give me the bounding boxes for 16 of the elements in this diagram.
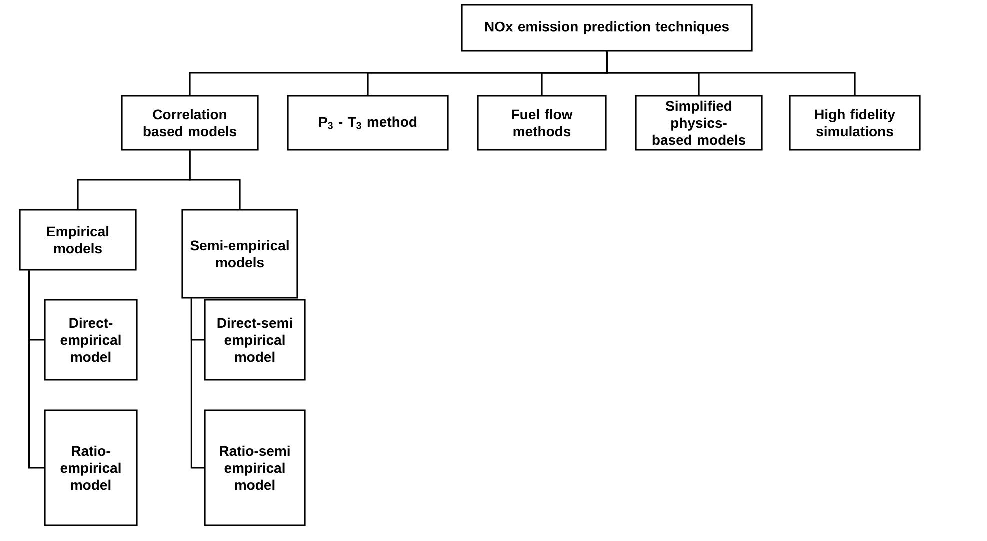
connector-line bbox=[606, 52, 856, 96]
process-box: Semi-empirical models bbox=[182, 209, 298, 299]
process-box: Correlation based models bbox=[121, 95, 259, 151]
process-box: Direct-empirical model bbox=[44, 299, 138, 381]
process-box: Direct-semi empirical model bbox=[204, 299, 306, 381]
process-box: Fuel flow methods bbox=[477, 95, 607, 151]
connector-line bbox=[190, 298, 204, 469]
process-box: Empirical models bbox=[19, 209, 137, 271]
process-box: NOx emission prediction techniques bbox=[461, 4, 753, 52]
connector-line bbox=[28, 270, 44, 469]
process-box: P$_{3}$ - T$_{3}$ method bbox=[287, 95, 449, 151]
process-box: Ratio-empirical model bbox=[44, 410, 138, 526]
process-box: High fidelity simulations bbox=[789, 95, 921, 151]
process-box: Simplified physics-based models bbox=[635, 95, 763, 151]
process-box: Ratio-semi empirical model bbox=[204, 410, 306, 526]
connector-line bbox=[189, 150, 241, 210]
